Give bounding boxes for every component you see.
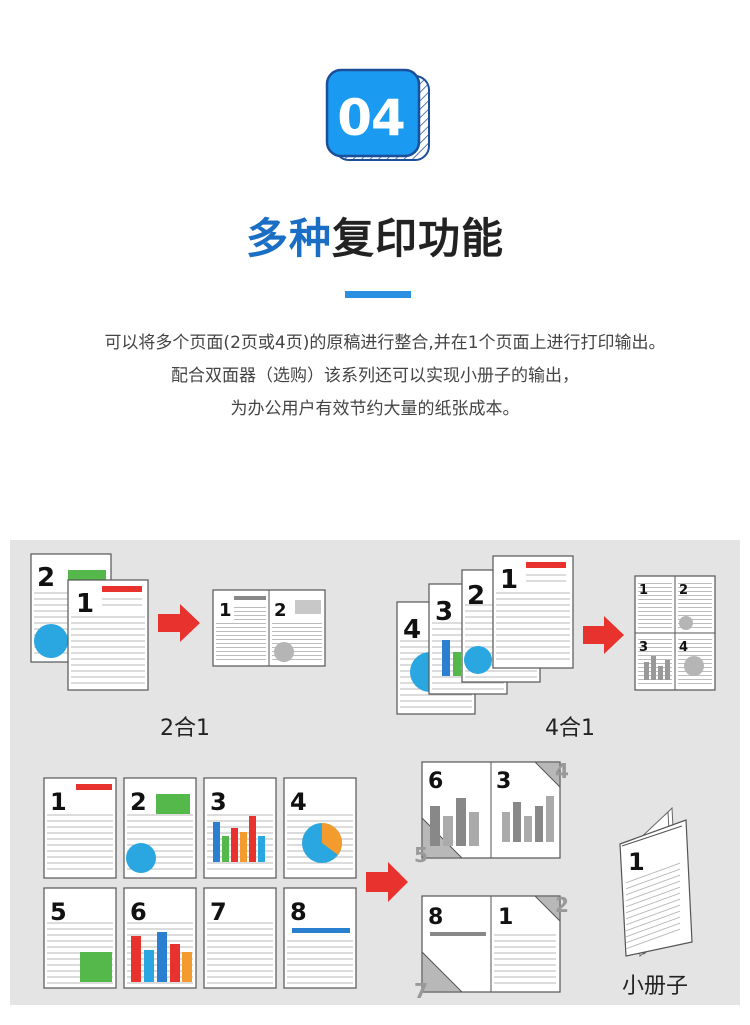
svg-text:3: 3 bbox=[639, 640, 648, 655]
svg-text:7: 7 bbox=[414, 979, 428, 1003]
two-in-one-diagram: 2 1 1 2 bbox=[30, 553, 326, 691]
badge-number: 04 bbox=[337, 89, 406, 147]
svg-text:3: 3 bbox=[496, 769, 511, 794]
svg-text:5: 5 bbox=[414, 843, 428, 867]
svg-text:6: 6 bbox=[428, 769, 443, 794]
svg-text:7: 7 bbox=[210, 898, 227, 926]
svg-text:2: 2 bbox=[555, 893, 569, 917]
svg-text:1: 1 bbox=[50, 788, 67, 816]
svg-text:2: 2 bbox=[130, 788, 147, 816]
title-underline bbox=[345, 291, 411, 298]
svg-text:1: 1 bbox=[498, 905, 513, 930]
badge-shape bbox=[325, 68, 430, 161]
svg-text:4: 4 bbox=[403, 615, 421, 645]
svg-text:1: 1 bbox=[219, 600, 232, 621]
booklet-label: 小册子 bbox=[622, 974, 689, 999]
svg-text:2: 2 bbox=[679, 583, 688, 598]
section-number-badge: 04 bbox=[325, 68, 433, 164]
booklet-source-pages: 1 2 3 4 5 bbox=[43, 777, 408, 989]
section-title: 多种复印功能 bbox=[0, 205, 750, 266]
description-line-1: 可以将多个页面(2页或4页)的原稿进行整合,并在1个页面上进行打印输出。 bbox=[104, 333, 666, 353]
svg-text:6: 6 bbox=[130, 898, 147, 926]
title-highlight: 多种 bbox=[245, 214, 332, 263]
svg-text:1: 1 bbox=[628, 848, 645, 876]
svg-text:8: 8 bbox=[290, 898, 307, 926]
title-rest: 复印功能 bbox=[332, 214, 505, 263]
two-in-one-page-2-number: 2 bbox=[37, 563, 55, 593]
four-in-one-label: 4合1 bbox=[545, 716, 595, 741]
svg-text:3: 3 bbox=[210, 788, 227, 816]
svg-text:8: 8 bbox=[428, 905, 443, 930]
svg-text:4: 4 bbox=[290, 788, 307, 816]
svg-text:5: 5 bbox=[50, 898, 67, 926]
description-line-2: 配合双面器（选购）该系列还可以实现小册子的输出， bbox=[171, 366, 579, 386]
description-line-3: 为办公用户有效节约大量的纸张成本。 bbox=[230, 399, 520, 419]
svg-text:4: 4 bbox=[679, 640, 688, 655]
booklet-spreads: 6 3 4 5 8 1 2 7 bbox=[414, 759, 569, 1003]
svg-text:4: 4 bbox=[555, 759, 569, 783]
svg-text:2: 2 bbox=[274, 600, 287, 621]
svg-text:2: 2 bbox=[467, 581, 485, 611]
booklet-result: 1 bbox=[619, 806, 693, 958]
svg-text:1: 1 bbox=[500, 565, 518, 595]
two-in-one-label: 2合1 bbox=[160, 716, 210, 741]
copy-functions-illustration: 2 1 1 2 4 bbox=[10, 540, 740, 1005]
svg-text:1: 1 bbox=[639, 583, 648, 598]
svg-text:3: 3 bbox=[435, 597, 453, 627]
four-in-one-diagram: 4 3 2 1 1 2 3 4 bbox=[396, 555, 716, 715]
illustration-svg: 2 1 1 2 4 bbox=[30, 553, 716, 1003]
two-in-one-page-1-number: 1 bbox=[76, 589, 94, 619]
